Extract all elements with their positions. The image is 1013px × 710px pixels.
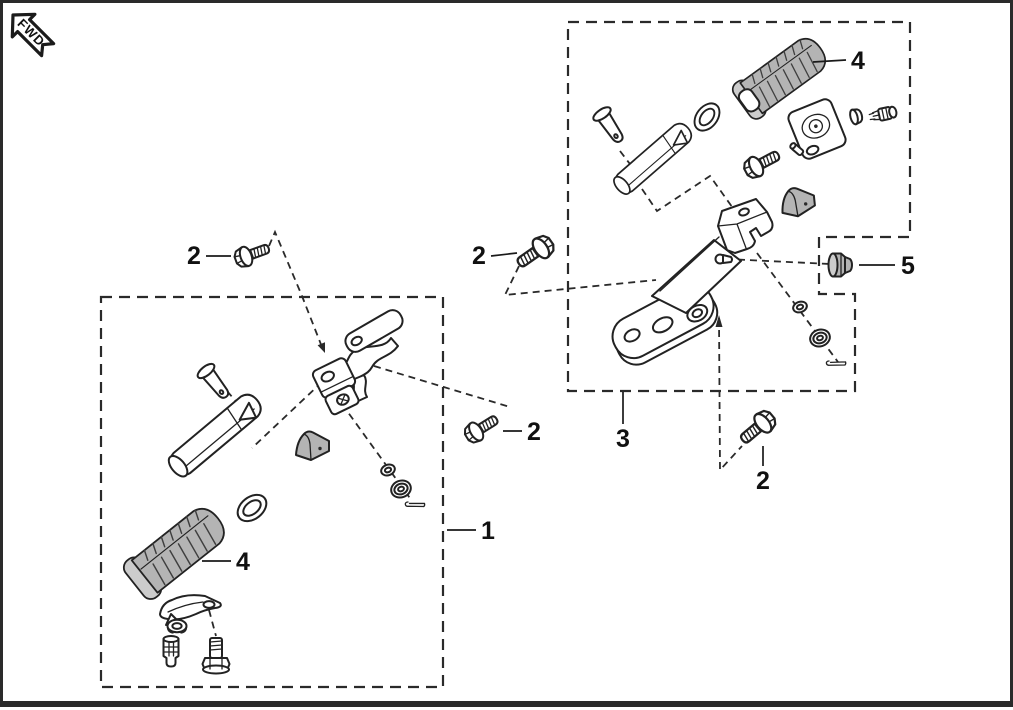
clevis-pin-right [590,103,630,148]
fwd-arrow-shape [10,12,56,58]
cotter-pin-right [824,353,848,373]
gasket-ring-left [231,488,273,528]
washer-big-right [806,326,834,350]
grommet-right [849,108,864,126]
gasket-ring-right [688,97,726,137]
small-bolt-right [868,105,898,122]
wedge-stopper-left [295,430,330,461]
footpeg-rubber-left [119,499,234,604]
flange-bolt-lower-left [460,409,503,447]
assembly-1-left-footrest [119,309,427,675]
blade-bracket-left [159,594,222,626]
callouts: 2 2 2 2 1 3 4 4 5 [187,47,915,576]
pivot-hanger-bracket-left [311,309,404,416]
flanged-nut-left [166,618,188,634]
callout-4-right: 4 [851,47,865,75]
flange-bolt-bottom-right [734,405,781,450]
callout-5: 5 [901,252,915,280]
part-5-cap-nut [827,252,853,278]
callout-2-center: 2 [472,242,486,270]
mounting-bracket-right [611,198,774,366]
callout-2-lower-left: 2 [527,418,541,446]
hex-bolt-bracket-right [739,144,785,183]
hex-bolt-vertical-left [201,637,231,675]
clevis-pin-left [194,360,236,405]
wedge-stopper-right [779,185,817,219]
cotter-pin-left [403,494,427,515]
footrest-bar-right [609,118,697,199]
fwd-direction-arrow: FWD [10,12,56,58]
footrest-bar-left [163,389,267,482]
callout-1: 1 [481,517,495,545]
assembly-3-right-footrest [590,29,898,373]
callout-4-left: 4 [236,548,250,576]
sensor-plate-right [787,98,847,160]
damper-stud-left [162,635,180,668]
footpeg-rubber-right [728,29,834,123]
callout-2-top-left: 2 [187,242,201,270]
assembly-box-3-outline [566,20,912,393]
callout-2-bottom-right: 2 [756,467,770,495]
callout-3: 3 [616,425,630,453]
flange-bolt-top-left [231,237,274,271]
